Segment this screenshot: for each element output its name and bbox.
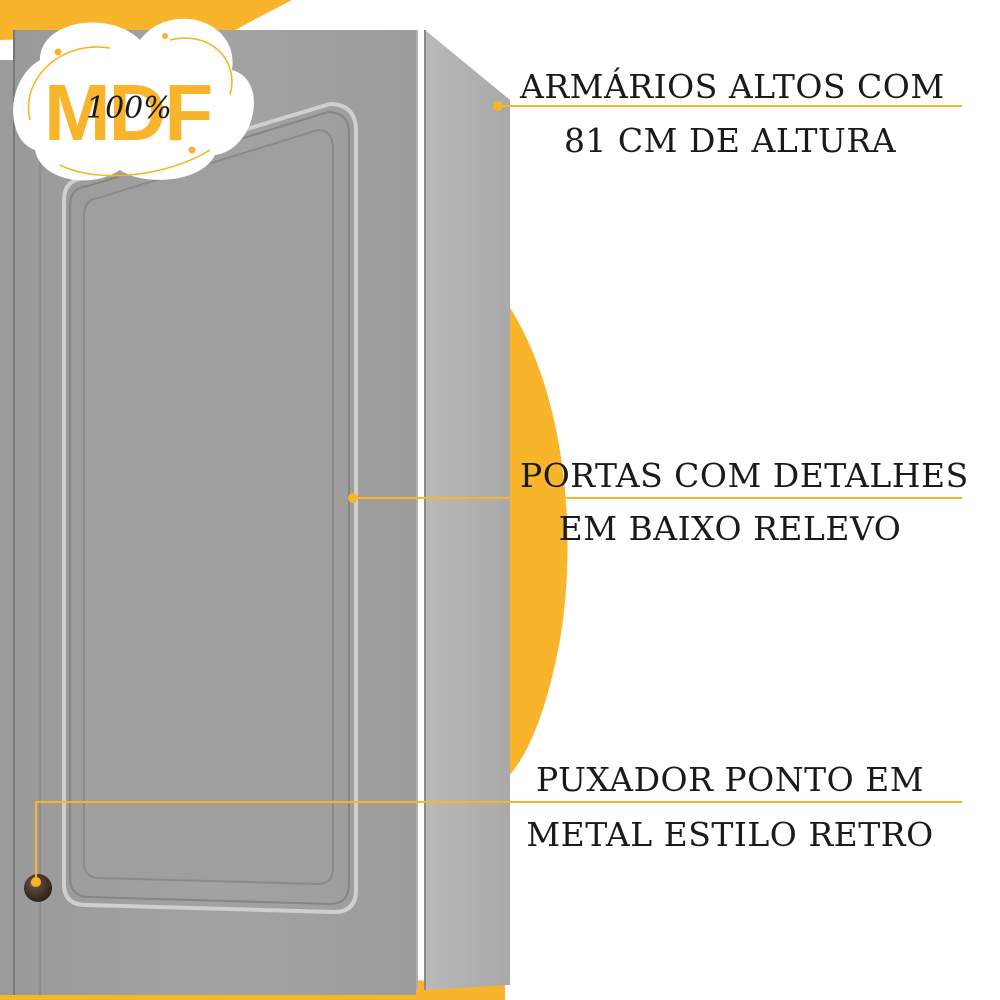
callout-doors: PORTAS COM DETALHES EM BAIXO RELEVO bbox=[520, 456, 969, 548]
callout-line-knob bbox=[35, 801, 962, 882]
callout-dot-knob bbox=[31, 877, 41, 887]
callout-height-line1: ARMÁRIOS ALTOS COM bbox=[520, 67, 945, 106]
yellow-backdrop-right bbox=[505, 300, 568, 780]
door-raised-panel-shadow bbox=[69, 110, 350, 906]
callout-doors-line2: EM BAIXO RELEVO bbox=[558, 509, 902, 548]
badge-brand: MDF bbox=[44, 68, 211, 157]
callout-knob: PUXADOR PONTO EM METAL ESTILO RETRO bbox=[520, 763, 940, 851]
callout-knob-line1: PUXADOR PONTO EM bbox=[536, 760, 924, 799]
badge-dot bbox=[162, 33, 168, 39]
callout-height-line2: 81 CM DE ALTURA bbox=[563, 121, 897, 160]
badge-dot bbox=[188, 146, 196, 154]
badge-dot bbox=[54, 48, 62, 56]
badge-percent: 100% bbox=[86, 91, 172, 126]
badge-cloud bbox=[13, 18, 254, 181]
mdf-badge: MDF 100% bbox=[13, 18, 254, 181]
callout-dot-height bbox=[493, 101, 503, 111]
callout-knob-line2: METAL ESTILO RETRO bbox=[526, 815, 934, 854]
cabinet-door-left bbox=[0, 60, 14, 995]
callout-doors-line1: PORTAS COM DETALHES bbox=[520, 456, 969, 495]
door-raised-panel-inner bbox=[83, 128, 334, 886]
callout-height: ARMÁRIOS ALTOS COM 81 CM DE ALTURA bbox=[520, 67, 945, 160]
cabinet-side-panel bbox=[425, 30, 510, 990]
callout-dot-doors bbox=[348, 493, 358, 503]
badge-swirl bbox=[27, 37, 233, 177]
